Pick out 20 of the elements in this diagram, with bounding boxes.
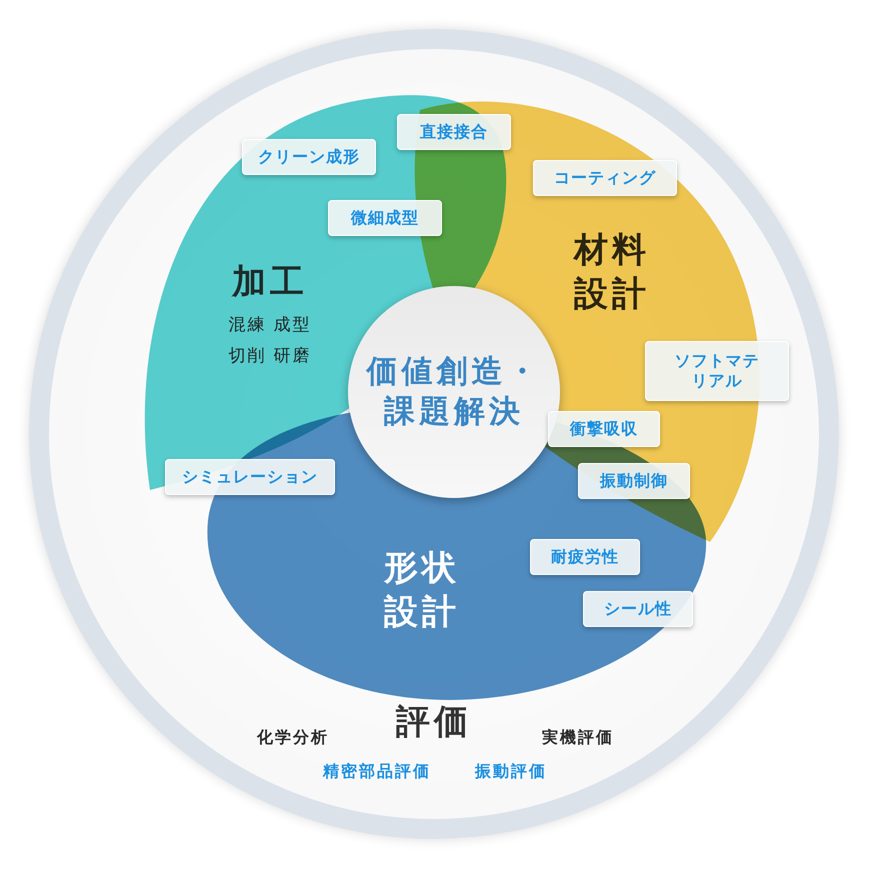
center-text: 価値創造・課題解決 <box>364 352 542 432</box>
process-list: 切削 研磨 <box>228 344 312 368</box>
evaluation-heading: 評価 <box>396 700 472 744</box>
evaluation-item: 化学分析 <box>257 728 329 748</box>
keyword-tag: シミュレーション <box>165 459 335 495</box>
keyword-tag: クリーン成形 <box>242 139 376 175</box>
evaluation-item: 実機評価 <box>542 728 614 748</box>
evaluation-item: 精密部品評価 <box>323 762 431 782</box>
petal-heading: 形状設計 <box>382 546 461 634</box>
process-list: 混練 成型 <box>228 314 312 336</box>
keyword-tag: 耐疲労性 <box>530 539 640 575</box>
evaluation-item: 振動評価 <box>475 762 547 782</box>
petal-heading: 加工 <box>232 260 308 304</box>
keyword-tag: 振動制御 <box>578 463 690 499</box>
keyword-tag: シール性 <box>583 591 693 627</box>
keyword-tag: ソフトマテリアル <box>645 341 789 401</box>
keyword-tag: コーティング <box>533 160 677 196</box>
keyword-tag: 直接接合 <box>397 114 511 150</box>
petal-heading: 材料設計 <box>572 228 651 316</box>
keyword-tag: 微細成型 <box>328 200 442 236</box>
